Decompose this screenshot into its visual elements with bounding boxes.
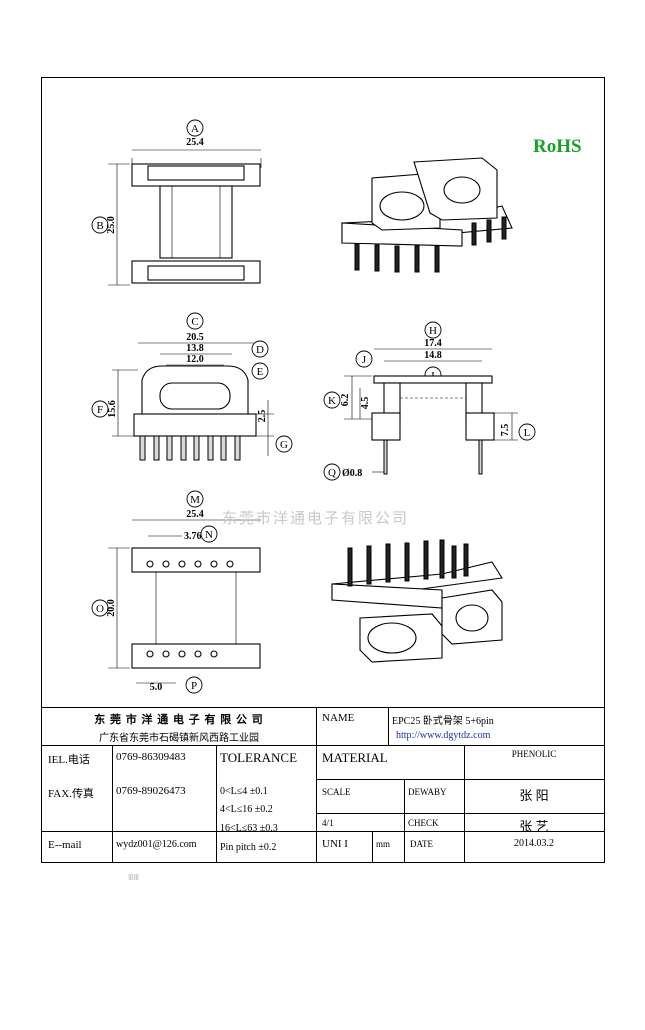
dim-k1: 6.2: [340, 394, 351, 407]
isometric-view-1: [341, 157, 513, 273]
dim-c2: 13.8: [186, 343, 204, 354]
tolerance-line-3: 16<L≤63 ±0.3: [220, 823, 278, 834]
unit-value: mm: [376, 839, 391, 849]
callout-q: [323, 463, 341, 481]
tolerance-line-4: Pin pitch ±0.2: [220, 842, 277, 853]
callout-d: [251, 340, 269, 358]
callout-b-label: B: [96, 220, 103, 232]
callout-j-label: J: [362, 354, 367, 366]
check-label: CHECK: [408, 818, 439, 828]
company-address: 广东省东莞市石碣镇新风西路工业园: [99, 733, 259, 744]
date-label: DATE: [410, 839, 433, 849]
callout-d-label: D: [256, 344, 264, 356]
callout-m-label: M: [190, 494, 200, 506]
dim-g: 2.5: [257, 410, 268, 423]
side-view: H 17.4 14.8 I J 6.2 4.5: [323, 321, 536, 481]
dim-p: 5.0: [150, 682, 163, 693]
drawby-value: 张 阳: [519, 788, 549, 803]
stray-mark: ⅢⅢ: [128, 873, 140, 882]
dim-a: 25.4: [186, 137, 204, 148]
drawing-sheet: A 25.4 B 25.0: [41, 77, 605, 863]
tolerance-line-2: 4<L≤16 ±0.2: [220, 804, 273, 815]
tel-value: 0769-86309483: [116, 751, 186, 763]
dim-b: 25.0: [106, 216, 117, 234]
fax-label: FAX.传真: [48, 788, 94, 800]
company-name: 东 莞 市 洋 通 电 子 有 限 公 司: [94, 714, 264, 726]
scale-label: SCALE: [322, 787, 351, 797]
dim-n: 3.76: [184, 531, 202, 542]
scale-value: 4/1: [322, 818, 334, 828]
rohs-label: RoHS: [533, 136, 582, 157]
tolerance-line-1: 0<L≤4 ±0.1: [220, 786, 268, 797]
dim-l: 7.5: [500, 424, 511, 437]
callout-k: [323, 391, 341, 409]
callout-e: [251, 362, 269, 380]
callout-a-label: A: [191, 123, 199, 135]
watermark: 东莞市洋通电子有限公司: [222, 509, 410, 527]
callout-g-label: G: [280, 439, 288, 451]
technical-drawing: A 25.4 B 25.0: [91, 119, 536, 694]
callout-q-label: Q: [328, 467, 336, 479]
callout-l-label: L: [524, 427, 531, 439]
dim-h: 17.4: [424, 338, 442, 349]
check-value: 张 艺: [519, 819, 549, 834]
callout-p-label: P: [191, 680, 197, 692]
callout-h: [424, 321, 442, 339]
top-view: A 25.4 B 25.0: [91, 119, 262, 286]
email-value[interactable]: wydz001@126.com: [116, 839, 197, 850]
tel-label: IEL.电话: [48, 754, 90, 766]
date-value: 2014.03.2: [514, 838, 554, 849]
callout-f-label: F: [97, 404, 103, 416]
callout-c: [186, 312, 204, 330]
dim-k2: 4.5: [360, 397, 371, 410]
callout-p: [185, 676, 203, 694]
material-value: PHENOLIC: [511, 749, 557, 759]
dim-m: 25.4: [186, 509, 204, 520]
title-block: 东 莞 市 洋 通 电 子 有 限 公 司 广东省东莞市石碣镇新风西路工业园 N…: [42, 707, 604, 863]
callout-g: [275, 435, 293, 453]
callout-m: [186, 490, 204, 508]
name-value: EPC25 卧式骨架 5+6pin: [392, 716, 494, 727]
drawby-label: DEWABY: [408, 787, 447, 797]
callout-n-label: N: [205, 529, 213, 541]
name-label: NAME: [322, 712, 355, 724]
dim-q: Ø0.8: [342, 468, 362, 479]
callout-o: [91, 599, 109, 617]
dim-o: 20.0: [106, 599, 117, 617]
callout-f: [91, 400, 109, 418]
website-link[interactable]: http://www.dgytdz.com: [396, 730, 491, 741]
dim-c3: 12.0: [186, 354, 204, 365]
callout-j: [355, 350, 373, 368]
callout-o-label: O: [96, 603, 104, 615]
callout-l: [518, 423, 536, 441]
bottom-view: M 25.4 3.76 N O: [91, 490, 261, 694]
fax-value: 0769-89026473: [116, 785, 186, 797]
unit-label: UNI I: [322, 838, 348, 850]
callout-c-label: C: [191, 316, 198, 328]
callout-a: [186, 119, 204, 137]
email-label: E--mail: [48, 839, 82, 851]
front-view: C 20.5 13.8 12.0 D E: [91, 312, 293, 461]
material-label: MATERIAL: [322, 750, 388, 765]
isometric-view-2: [331, 539, 503, 663]
callout-k-label: K: [328, 395, 336, 407]
dim-c: 20.5: [186, 332, 204, 343]
dim-i: 14.8: [424, 350, 442, 361]
callout-h-label: H: [429, 325, 437, 337]
callout-e-label: E: [257, 366, 264, 378]
dim-f: 15.6: [107, 400, 118, 418]
tolerance-label: TOLERANCE: [220, 750, 298, 765]
callout-b: [91, 216, 109, 234]
callout-n: [200, 525, 218, 543]
